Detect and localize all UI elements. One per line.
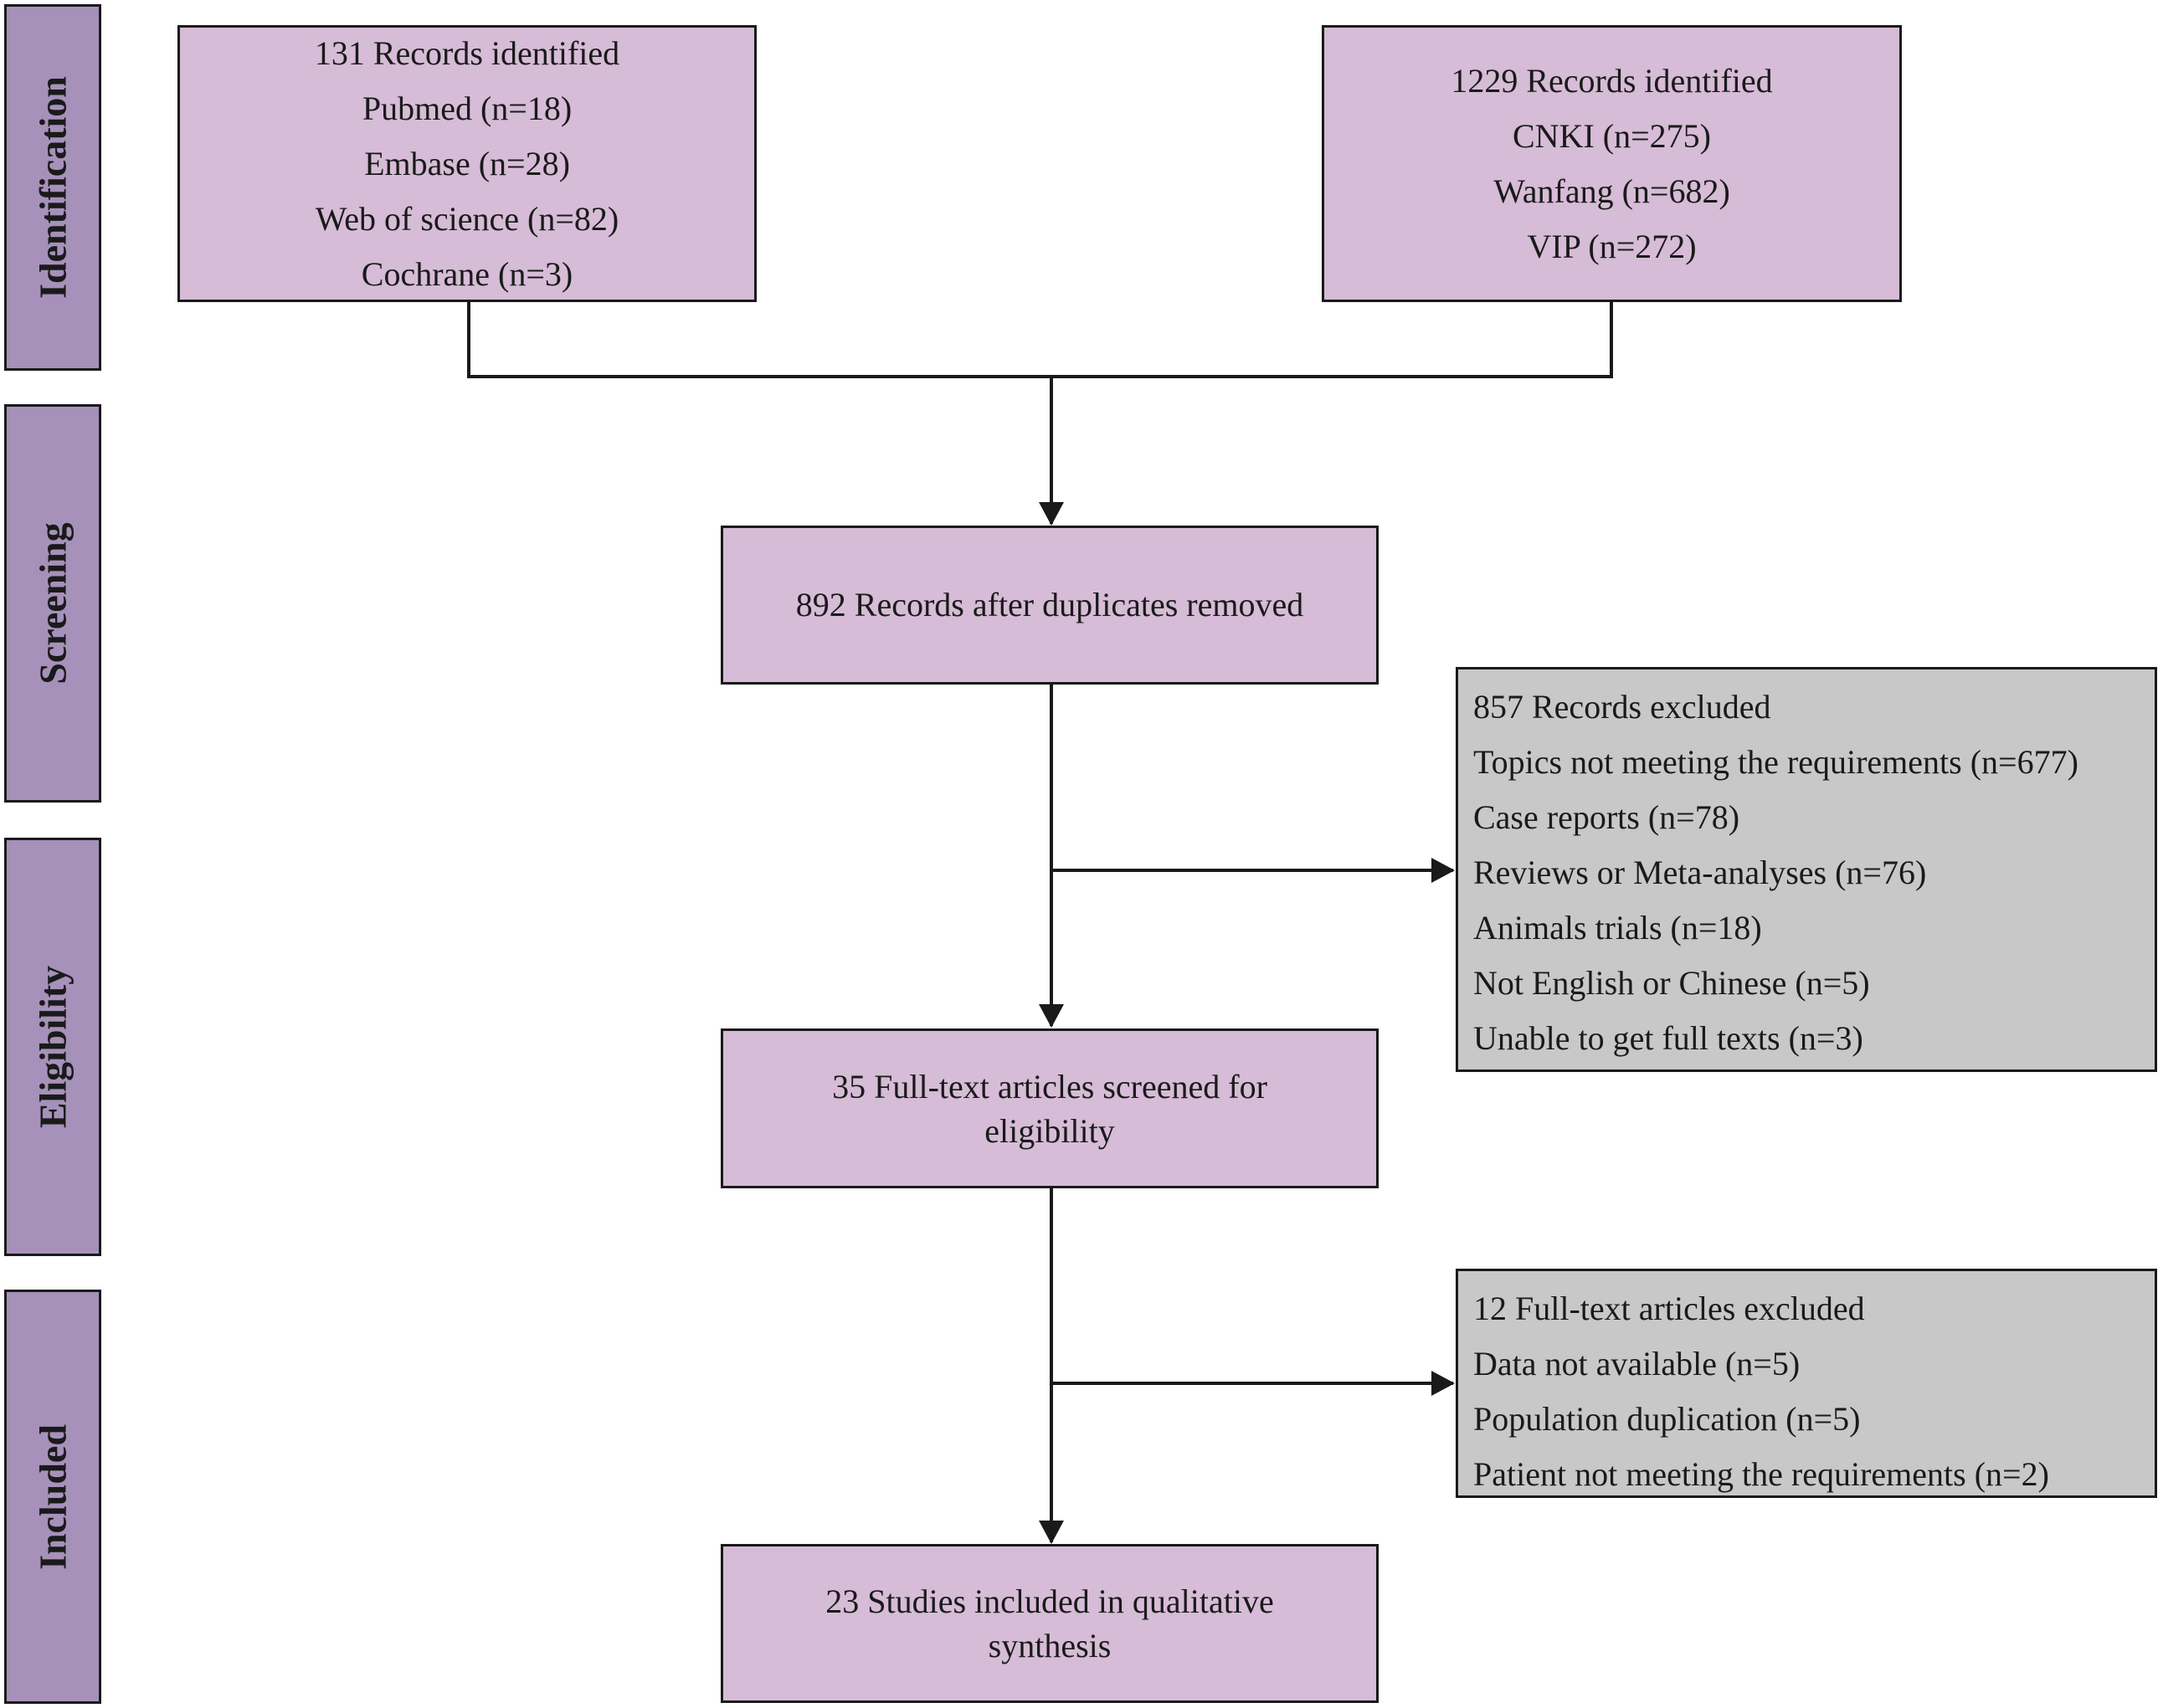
exclusion-item: Case reports (n=78) <box>1473 798 1740 836</box>
eligibility-text-line: eligibility <box>984 1111 1115 1150</box>
identification-right-title: 1229 Records identified <box>1451 61 1773 100</box>
source-item: Wanfang (n=682) <box>1493 172 1730 210</box>
source-item: Pubmed (n=18) <box>362 89 573 127</box>
included-box: 23 Studies included in qualitative synth… <box>721 1544 1379 1703</box>
phase-eligibility: Eligibility <box>4 838 101 1256</box>
phase-included: Included <box>4 1290 101 1704</box>
eligibility-text-line: 35 Full-text articles screened for <box>832 1067 1267 1105</box>
exclusion-item: Patient not meeting the requirements (n=… <box>1473 1455 2049 1493</box>
source-item: Embase (n=28) <box>364 144 570 182</box>
phase-screening: Screening <box>4 404 101 803</box>
included-text-line: synthesis <box>988 1627 1112 1664</box>
exclusion-item: Reviews or Meta-analyses (n=76) <box>1473 854 1927 891</box>
identification-right-box: 1229 Records identified CNKI (n=275) Wan… <box>1322 25 1902 302</box>
identification-left-title: 131 Records identified <box>314 33 620 72</box>
included-text-line: 23 Studies included in qualitative <box>825 1582 1274 1620</box>
screening-text: 892 Records after duplicates removed <box>795 586 1304 623</box>
source-item: Cochrane (n=3) <box>361 254 573 293</box>
eligibility-box: 35 Full-text articles screened for eligi… <box>721 1028 1379 1188</box>
excluded-records-title: 857 Records excluded <box>1473 688 1771 726</box>
exclusion-item: Not English or Chinese (n=5) <box>1473 964 1870 1002</box>
exclusion-item: Data not available (n=5) <box>1473 1345 1801 1382</box>
exclusion-item: Unable to get full texts (n=3) <box>1473 1019 1863 1057</box>
screening-box: 892 Records after duplicates removed <box>721 526 1379 685</box>
excluded-fulltext-box: 12 Full-text articles excluded Data not … <box>1456 1269 2157 1498</box>
phase-identification: Identification <box>4 4 101 371</box>
source-item: Web of science (n=82) <box>315 199 619 238</box>
source-item: CNKI (n=275) <box>1513 116 1711 155</box>
source-item: VIP (n=272) <box>1527 227 1697 265</box>
identification-left-box: 131 Records identified Pubmed (n=18) Emb… <box>177 25 757 302</box>
exclusion-item: Animals trials (n=18) <box>1473 909 1762 946</box>
exclusion-item: Topics not meeting the requirements (n=6… <box>1473 743 2078 781</box>
excluded-fulltext-title: 12 Full-text articles excluded <box>1473 1290 1865 1327</box>
excluded-records-box: 857 Records excluded Topics not meeting … <box>1456 667 2157 1072</box>
exclusion-item: Population duplication (n=5) <box>1473 1400 1861 1438</box>
